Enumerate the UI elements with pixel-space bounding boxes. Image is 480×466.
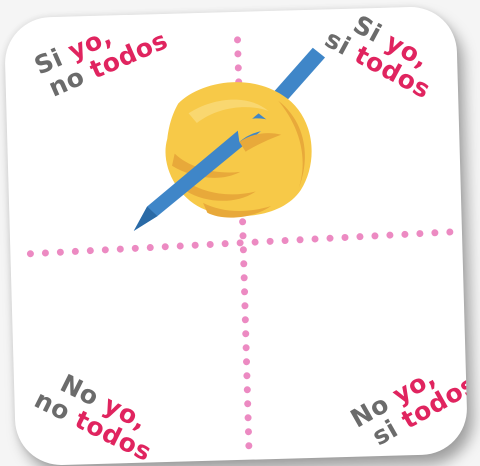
writing-hand-icon <box>117 39 342 235</box>
quadrant-card: Si yo, no todos Si yo, si todos No yo, <box>4 6 468 466</box>
